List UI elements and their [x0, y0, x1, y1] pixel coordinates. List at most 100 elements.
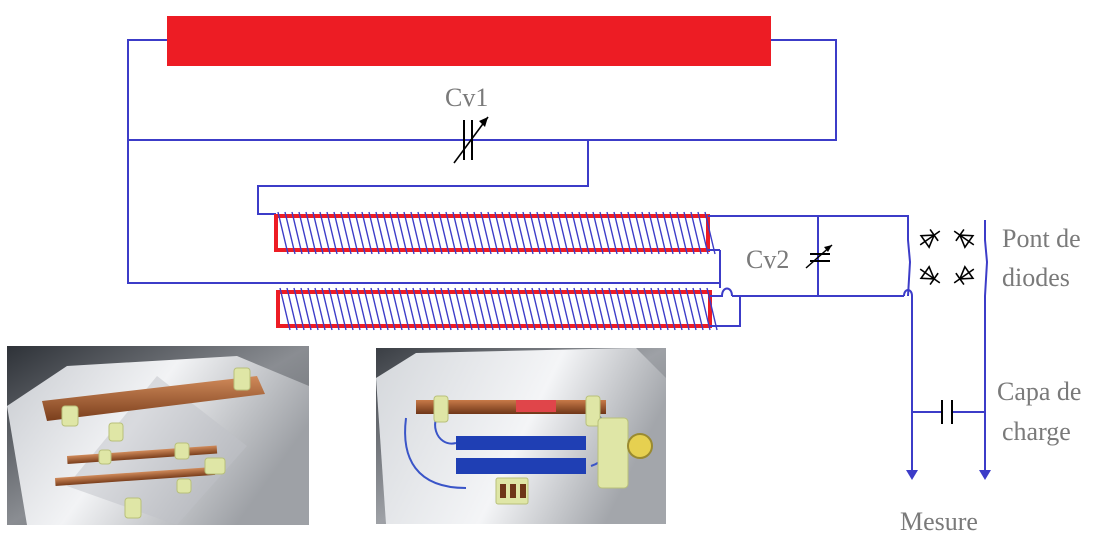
coil-turn: [314, 287, 326, 331]
coil-turn: [480, 211, 492, 255]
coil-turn: [636, 287, 648, 331]
coil-turn: [650, 287, 662, 331]
coil-turn: [634, 211, 646, 255]
coil-turn: [594, 287, 606, 331]
cv1-label: Cv1: [445, 83, 488, 112]
coil-turn: [468, 287, 480, 331]
coil-turn: [508, 211, 520, 255]
coil-turn: [398, 287, 410, 331]
coil-turn: [431, 211, 443, 255]
coil-turn: [585, 211, 597, 255]
coil-turn: [426, 287, 438, 331]
photo-parts-image: [7, 346, 309, 525]
coil-turn: [293, 287, 305, 331]
coil-turn: [482, 287, 494, 331]
coil-turn: [662, 211, 674, 255]
coil-turn: [531, 287, 543, 331]
coil-turn: [410, 211, 422, 255]
coil-turn: [529, 211, 541, 255]
coil-turn: [377, 287, 389, 331]
coil-turn: [557, 211, 569, 255]
coil-turn: [354, 211, 366, 255]
coil-turn: [678, 287, 690, 331]
coil-turn: [363, 287, 375, 331]
coil-turn: [685, 287, 697, 331]
coil-turn: [692, 287, 704, 331]
coil-turn: [706, 287, 718, 331]
coil-turn: [550, 211, 562, 255]
coil-turn: [326, 211, 338, 255]
measure-label: Mesure: [900, 507, 978, 536]
coil-turn: [601, 287, 613, 331]
coil-turn: [361, 211, 373, 255]
coil-turn: [342, 287, 354, 331]
coil-turn: [573, 287, 585, 331]
coil-turn: [564, 211, 576, 255]
coil-turn: [305, 211, 317, 255]
coil-turn: [494, 211, 506, 255]
coil-turn: [419, 287, 431, 331]
coil-turn: [396, 211, 408, 255]
cv2-label: Cv2: [746, 245, 789, 274]
bridge-label-line1: Pont de: [1002, 224, 1081, 253]
coil-turn: [552, 287, 564, 331]
coil-turn: [487, 211, 499, 255]
coil-turn: [620, 211, 632, 255]
coil-turn: [629, 287, 641, 331]
coil-turn: [676, 211, 688, 255]
photo-parts-unassembled: [7, 346, 309, 525]
coil-turn: [321, 287, 333, 331]
coil-turn: [475, 287, 487, 331]
coil-turn: [454, 287, 466, 331]
coil-turn: [496, 287, 508, 331]
coil-turn: [405, 287, 417, 331]
coil-turn: [370, 287, 382, 331]
bridge-label-line2: diodes: [1002, 263, 1070, 292]
coil-turn: [489, 287, 501, 331]
coil-turn: [648, 211, 660, 255]
coil-turn: [403, 211, 415, 255]
coil-turn: [286, 287, 298, 331]
coil-turn: [298, 211, 310, 255]
coil-turn: [690, 211, 702, 255]
coil-turn: [664, 287, 676, 331]
coil-turn: [447, 287, 459, 331]
coil-turn: [522, 211, 534, 255]
measure-arrows: [906, 470, 991, 480]
coil-turn: [587, 287, 599, 331]
coil-turn: [284, 211, 296, 255]
coil-turn: [669, 211, 681, 255]
coil-turn: [328, 287, 340, 331]
coil-turn: [503, 287, 515, 331]
coil-turn: [543, 211, 555, 255]
coil-turn: [592, 211, 604, 255]
coil-turn: [300, 287, 312, 331]
coil-turn: [643, 287, 655, 331]
coil-turn: [277, 211, 289, 255]
top-conductor-bar: [167, 16, 771, 66]
photo-assembled-setup: [376, 348, 666, 524]
coil-turn: [461, 287, 473, 331]
coil-turn: [279, 287, 291, 331]
coil-turn: [524, 287, 536, 331]
coil-turn: [391, 287, 403, 331]
coil-turn: [335, 287, 347, 331]
coil-turn: [452, 211, 464, 255]
coil-turn: [622, 287, 634, 331]
coil-turn: [333, 211, 345, 255]
coil-turn: [417, 211, 429, 255]
coil-upper: [274, 211, 716, 255]
coil-turn: [655, 211, 667, 255]
coil-turn: [424, 211, 436, 255]
right-wiring: [708, 215, 989, 470]
coil-turn: [704, 211, 716, 255]
coil-turn: [657, 287, 669, 331]
coil-turn: [319, 211, 331, 255]
coil-turn: [340, 211, 352, 255]
cv2-variable-capacitor: [805, 244, 833, 269]
coil-turn: [608, 287, 620, 331]
coil-turn: [697, 211, 709, 255]
coil-turn: [515, 211, 527, 255]
coil-turn: [412, 287, 424, 331]
